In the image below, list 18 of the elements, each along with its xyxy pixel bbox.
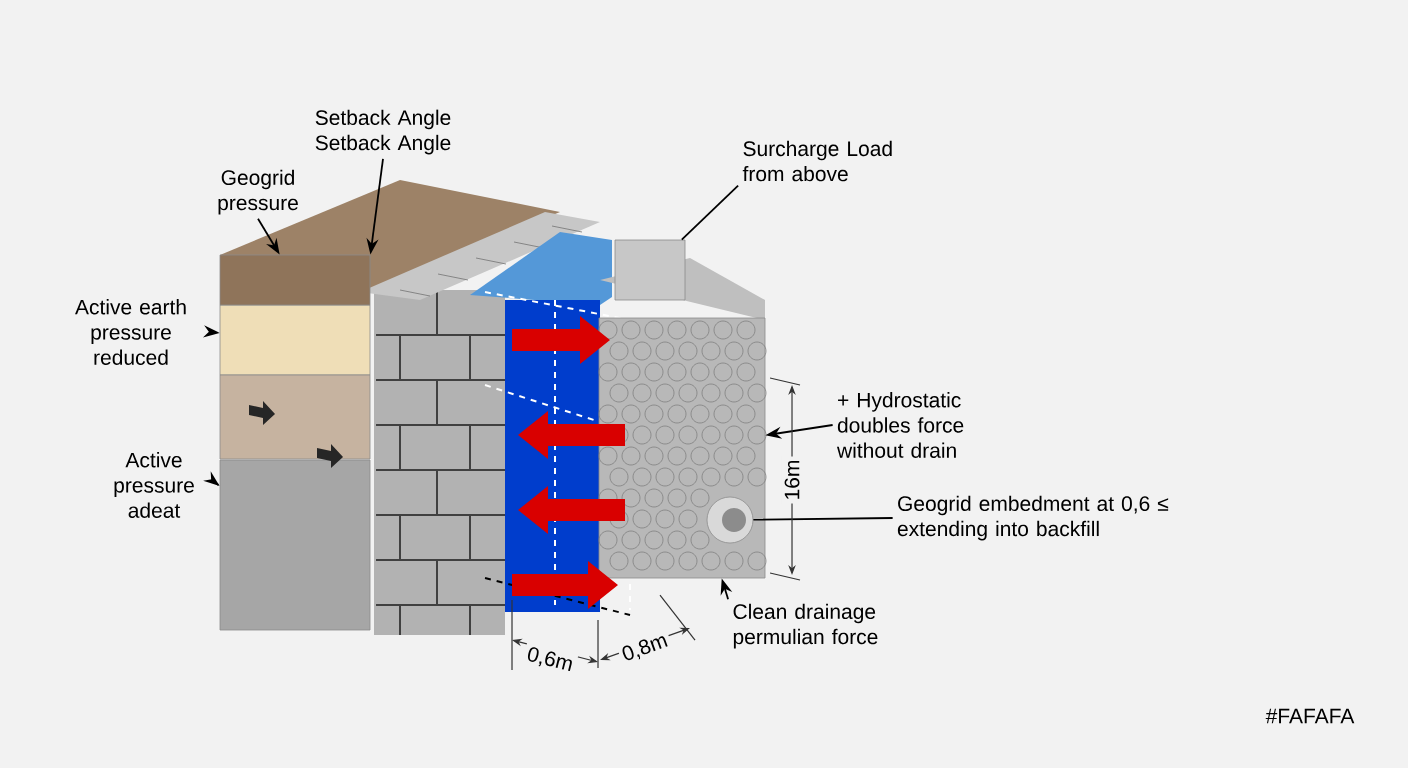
callout-text: Clean drainage permulian force	[733, 603, 878, 649]
soil-layer	[219, 304, 371, 376]
dimension-label: 0,6m	[521, 642, 579, 678]
leader-line	[752, 517, 894, 521]
callout-text: Geogrid pressure	[218, 169, 298, 215]
soil-layer	[219, 374, 371, 460]
dimension-label: 0,8m	[616, 628, 674, 668]
soil-layer	[219, 254, 371, 306]
callout-text: Active pressure adeat	[114, 452, 194, 518]
callout-text: Setback Angle Setback Angle	[315, 109, 451, 155]
callout-text: Surcharge Load from above	[742, 140, 892, 182]
callout-text: Active earth pressure reduced	[75, 299, 186, 365]
leader-line	[680, 184, 739, 241]
note-text: #FAFAFA	[1265, 708, 1355, 724]
callout-text: Geogrid embedment at 0,6 ≤ extending into backfill	[897, 495, 1169, 541]
soil-layer	[219, 459, 371, 631]
callout-text: + Hydrostatic doubles force without drain	[837, 392, 964, 458]
coping-block	[614, 239, 686, 301]
